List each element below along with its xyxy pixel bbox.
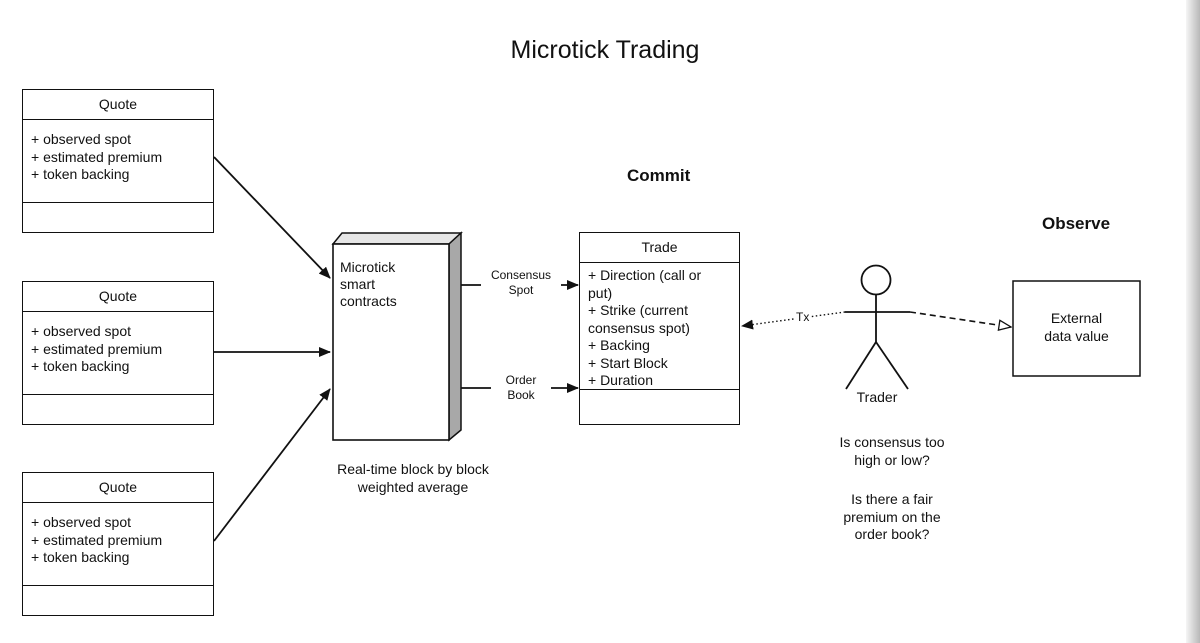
quote-box: Quote + observed spot + estimated premiu… bbox=[22, 89, 214, 233]
trade-attributes: + Direction (call or put) + Strike (curr… bbox=[580, 263, 739, 390]
trader-question-line: premium on the bbox=[843, 508, 941, 525]
contracts-block-side bbox=[448, 231, 462, 442]
order-book-label: Order Book bbox=[491, 373, 551, 403]
trader-question-premium: Is there a fair premium on the order boo… bbox=[812, 491, 972, 544]
quote-box: Quote + observed spot + estimated premiu… bbox=[22, 281, 214, 425]
order-book-label-line: Book bbox=[507, 388, 535, 402]
trader-question-line: high or low? bbox=[854, 451, 930, 468]
quote-attribute: + estimated premium bbox=[31, 531, 163, 548]
trade-title: Trade bbox=[580, 233, 739, 263]
external-data-label-line: data value bbox=[1044, 327, 1109, 344]
external-data-box bbox=[1012, 280, 1141, 377]
trade-attribute: put) bbox=[588, 284, 613, 301]
contracts-block-top bbox=[331, 232, 463, 245]
quote-attributes: + observed spot + estimated premium + to… bbox=[23, 312, 213, 395]
consensus-spot-label-line: Consensus bbox=[490, 268, 552, 282]
observe-heading: Observe bbox=[1042, 214, 1111, 233]
trader-question-consensus: Is consensus too high or low? bbox=[812, 434, 972, 469]
external-data-label-line: External bbox=[1050, 310, 1103, 326]
commit-heading: Commit bbox=[627, 166, 691, 185]
contracts-caption-line: weighted average bbox=[357, 478, 469, 495]
contracts-label-line: contracts bbox=[340, 293, 397, 309]
trade-attribute: + Strike (current bbox=[588, 302, 688, 318]
quote-attributes: + observed spot + estimated premium + to… bbox=[23, 120, 213, 203]
trader-figure bbox=[845, 264, 910, 390]
quote3-to-contracts-arrow bbox=[213, 388, 331, 542]
quote-attribute: + observed spot bbox=[31, 323, 132, 339]
quote1-to-contracts-arrow bbox=[213, 156, 331, 279]
quote-attributes: + observed spot + estimated premium + to… bbox=[23, 503, 213, 586]
tx-arrow bbox=[741, 311, 846, 330]
contracts-caption-line: Real-time block by block bbox=[337, 461, 489, 477]
trade-attribute: + Start Block bbox=[588, 354, 668, 371]
tx-label: Tx bbox=[795, 310, 811, 325]
trade-box: Trade + Direction (call or put) + Strike… bbox=[579, 232, 740, 425]
quote-attribute: + estimated premium bbox=[31, 340, 163, 357]
external-data-label: External data value bbox=[1013, 310, 1140, 345]
contracts-caption: Real-time block by block weighted averag… bbox=[318, 461, 508, 496]
trader-question-line: Is there a fair bbox=[851, 491, 933, 507]
trader-label: Trader bbox=[856, 389, 898, 405]
trade-attribute: + Backing bbox=[588, 337, 650, 353]
trader-question-line: Is consensus too bbox=[839, 434, 945, 450]
quote-title: Quote bbox=[23, 282, 213, 312]
quote-attribute: + estimated premium bbox=[31, 148, 163, 165]
trade-attribute: + Direction (call or bbox=[588, 267, 702, 283]
quote-title: Quote bbox=[23, 473, 213, 503]
quote-attribute: + token backing bbox=[31, 549, 130, 565]
contracts-block-front bbox=[332, 243, 450, 441]
trade-attribute: + Duration bbox=[588, 372, 653, 388]
quote-attribute: + observed spot bbox=[31, 131, 132, 147]
consensus-spot-label-line: Spot bbox=[508, 283, 534, 297]
contracts-label-line: smart bbox=[340, 276, 375, 292]
quote-attribute: + token backing bbox=[31, 358, 130, 374]
quote-attribute: + observed spot bbox=[31, 514, 132, 530]
quote-attribute: + token backing bbox=[31, 166, 130, 182]
consensus-spot-label: Consensus Spot bbox=[481, 268, 561, 298]
trade-attribute: consensus spot) bbox=[588, 319, 690, 336]
trader-question-line: order book? bbox=[854, 526, 930, 542]
contracts-label-line: Microtick bbox=[340, 259, 396, 275]
quote-title: Quote bbox=[23, 90, 213, 120]
order-book-label-line: Order bbox=[505, 373, 537, 387]
observe-arrow bbox=[909, 311, 1011, 327]
quote-box: Quote + observed spot + estimated premiu… bbox=[22, 472, 214, 616]
contracts-label: Microtick smart contracts bbox=[340, 259, 397, 310]
diagram-title: Microtick Trading bbox=[510, 36, 700, 64]
